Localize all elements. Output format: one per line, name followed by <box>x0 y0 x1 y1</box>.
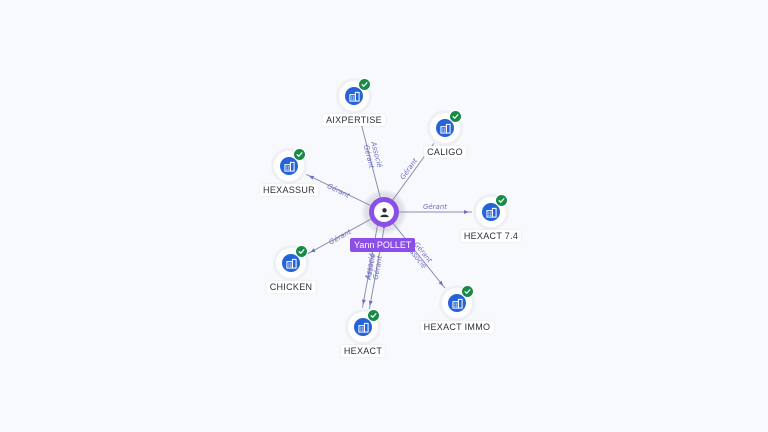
arrow-icon <box>438 280 444 286</box>
check-icon <box>358 78 371 91</box>
arrow-icon <box>308 175 315 180</box>
arrow-icon <box>310 248 316 253</box>
check-icon <box>461 285 474 298</box>
check-icon <box>295 245 308 258</box>
company-building-icon <box>436 119 454 137</box>
company-label[interactable]: AIXPERTISE <box>323 114 385 126</box>
edge-line <box>392 222 446 289</box>
person-icon <box>374 202 394 222</box>
company-building-icon <box>354 318 372 336</box>
company-label[interactable]: CHICKEN <box>266 281 316 293</box>
center-person-name[interactable]: Yann POLLET <box>350 238 416 252</box>
company-label[interactable]: HEXACT IMMO <box>420 321 494 333</box>
company-building-icon <box>448 294 466 312</box>
edge-line <box>307 218 372 255</box>
arrow-icon <box>368 300 373 306</box>
check-icon <box>293 148 306 161</box>
edge-hexact74: Gérant <box>398 203 472 214</box>
check-icon <box>495 194 508 207</box>
company-building-icon <box>280 157 298 175</box>
edge-line <box>358 114 381 199</box>
edge-line <box>305 173 372 207</box>
company-node-caligo[interactable]: CALIGO <box>424 110 466 158</box>
company-node-aixpertise[interactable]: AIXPERTISE <box>323 78 385 126</box>
company-label[interactable]: HEXACT <box>340 345 386 357</box>
company-label[interactable]: HEXACT 7.4 <box>460 230 522 242</box>
company-node-hexact74[interactable]: HEXACT 7.4 <box>460 194 522 242</box>
arrow-icon <box>464 210 469 214</box>
company-node-hexassur[interactable]: HEXASSUR <box>260 148 318 196</box>
check-icon <box>367 309 380 322</box>
company-label[interactable]: HEXASSUR <box>260 184 318 196</box>
company-node-chicken[interactable]: CHICKEN <box>266 245 316 293</box>
company-building-icon <box>282 254 300 272</box>
company-node-hexactimmo[interactable]: HEXACT IMMO <box>420 285 494 333</box>
company-building-icon <box>345 87 363 105</box>
company-label[interactable]: CALIGO <box>424 146 466 158</box>
company-building-icon <box>482 203 500 221</box>
check-icon <box>449 110 462 123</box>
edge-label: Gérant <box>326 182 351 200</box>
edge-label: Gérant <box>423 203 447 211</box>
center-pin[interactable] <box>369 197 399 229</box>
arrow-icon <box>361 299 366 305</box>
company-node-hexact[interactable]: HEXACT <box>340 309 386 357</box>
